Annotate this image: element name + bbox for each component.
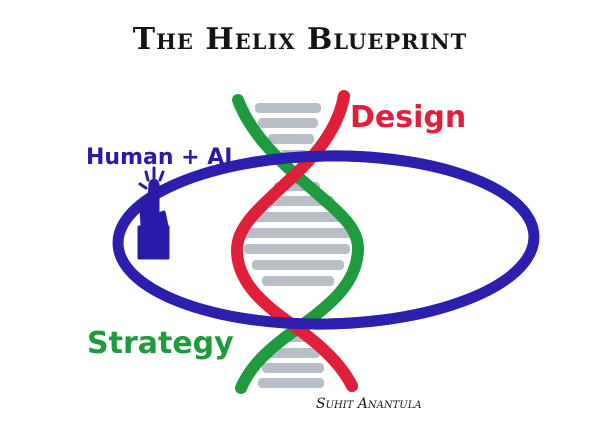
hand-spark-3 [158,170,165,182]
hand-shape [139,178,169,228]
design-label: Design [350,100,467,135]
design-strand-overlap [279,90,350,190]
hand-spark-5 [160,184,170,191]
helix-rung [244,244,350,254]
helix-rung [262,363,324,373]
hand-cuff [137,225,170,260]
hand-spark-1 [144,170,150,182]
diagram-title: The Helix Blueprint [132,22,468,57]
human-ai-loop-top-front [112,150,540,174]
hand-spark-4 [138,182,148,190]
helix-rungs [242,103,352,388]
helix-rung [242,228,352,238]
helix-rung [258,378,324,388]
strategy-label: Strategy [87,326,234,361]
helix-rung [248,212,348,222]
helix-rung [255,103,321,113]
helix-rung [268,348,320,358]
human-ai-loop-bottom-front [112,311,540,330]
human-ai-label: Human + AI [86,145,233,170]
helix-rung [268,134,314,144]
helix-rung [262,276,334,286]
helix-rung [252,260,344,270]
raised-index-finger-icon [137,166,170,260]
helix-rung [258,118,318,128]
author-signature: Suhit Anantula [316,396,422,412]
